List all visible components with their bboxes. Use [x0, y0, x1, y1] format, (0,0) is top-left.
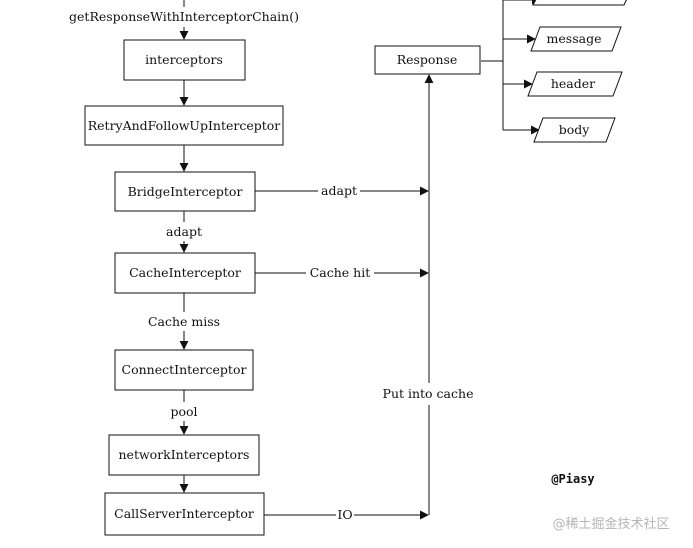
- node-connect: ConnectInterceptor: [122, 362, 247, 377]
- node-bridge: BridgeInterceptor: [128, 184, 243, 199]
- callserver-box: [104, 492, 265, 536]
- bridge-box: [114, 171, 256, 212]
- side-connectors: [255, 74, 434, 520]
- edge-label-bridge-response: adapt: [321, 183, 357, 198]
- body-shape: [533, 117, 616, 143]
- edge-label-bridge-cache: adapt: [166, 224, 202, 239]
- parallelogram-top-shape: [532, 0, 627, 6]
- edge-label-cache-hit: Cache hit: [310, 265, 371, 280]
- field-body: body: [559, 122, 591, 137]
- edge-label-io: IO: [337, 507, 352, 522]
- entry-label: getResponseWithInterceptorChain(): [69, 9, 299, 24]
- node-boxes: [84, 39, 481, 536]
- header-shape: [527, 71, 623, 97]
- edge-label-put-into-cache: Put into cache: [383, 386, 474, 401]
- message-shape: [530, 26, 622, 52]
- network-box: [108, 434, 260, 476]
- node-network: networkInterceptors: [119, 447, 250, 462]
- connect-box: [114, 349, 254, 391]
- response-box: [374, 45, 481, 75]
- node-interceptors: interceptors: [145, 52, 223, 67]
- cache-box: [114, 252, 256, 294]
- response-fanout: [481, 0, 541, 135]
- watermark: @稀土掘金技术社区: [552, 516, 669, 532]
- node-response: Response: [397, 52, 458, 67]
- interceptors-box: [123, 39, 246, 81]
- retry-box: [84, 105, 284, 146]
- field-message: message: [547, 31, 602, 46]
- node-callserver: CallServerInterceptor: [114, 506, 254, 521]
- edge-label-cache-miss: Cache miss: [148, 314, 220, 329]
- node-retry: RetryAndFollowUpInterceptor: [88, 118, 281, 133]
- edge-label-pool: pool: [170, 404, 197, 419]
- field-header: header: [551, 76, 595, 91]
- author-label: @Piasy: [551, 472, 594, 486]
- node-cache: CacheInterceptor: [129, 265, 241, 280]
- response-field-shapes: [527, 0, 627, 143]
